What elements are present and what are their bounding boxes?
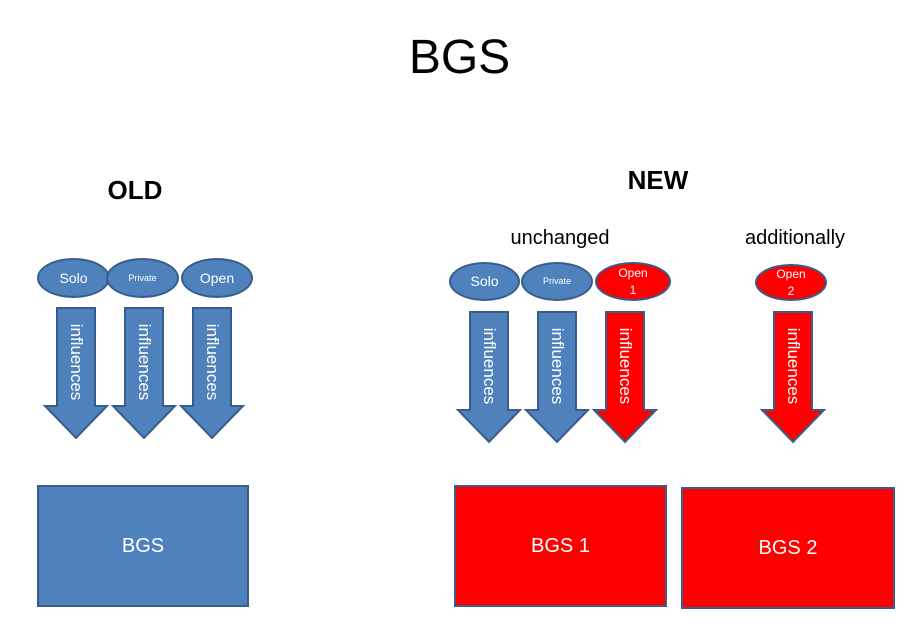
new-arrow-private (523, 311, 591, 444)
page-title: BGS (408, 31, 511, 84)
new-arrow-open2 (759, 311, 827, 444)
additionally-label: additionally (744, 227, 846, 249)
new-bgs2-box: BGS 2 (681, 487, 895, 609)
new-arrow-open2-label: influences (784, 327, 803, 405)
old-bgs-box: BGS (37, 485, 249, 607)
old-solo-label: Solo (59, 269, 88, 286)
old-solo-oval: Solo (37, 258, 110, 298)
old-arrow-solo (42, 307, 110, 440)
new-heading: NEW (627, 165, 689, 195)
old-open-label: Open (199, 269, 235, 286)
old-arrow-private-label: influences (135, 323, 154, 401)
old-arrow-solo-label: influences (67, 323, 86, 401)
new-solo-label: Solo (470, 273, 499, 290)
old-arrow-open (178, 307, 246, 440)
new-private-oval: Private (521, 262, 593, 301)
old-private-oval: Private (106, 258, 179, 298)
new-bgs1-box: BGS 1 (454, 485, 667, 607)
new-solo-oval: Solo (449, 262, 520, 301)
old-bgs-label: BGS (121, 534, 165, 557)
old-arrow-open-label: influences (203, 323, 222, 401)
new-open2-label: Open 2 (776, 267, 806, 298)
new-bgs2-label: BGS 2 (758, 536, 818, 559)
new-arrow-open1-label: influences (616, 327, 635, 405)
new-bgs1-label: BGS 1 (531, 534, 590, 557)
old-private-label: Private (128, 272, 157, 283)
new-arrow-private-label: influences (548, 327, 567, 405)
new-arrow-solo (455, 311, 523, 444)
new-open1-oval: Open 1 (595, 262, 671, 301)
old-arrow-private (110, 307, 178, 440)
new-open1-label: Open 1 (618, 266, 648, 297)
old-open-oval: Open (181, 258, 253, 298)
new-arrow-open1 (591, 311, 659, 444)
new-open2-oval: Open 2 (755, 264, 827, 301)
old-heading: OLD (107, 175, 163, 205)
new-arrow-solo-label: influences (480, 327, 499, 405)
unchanged-label: unchanged (510, 227, 610, 249)
new-private-label: Private (542, 276, 571, 287)
